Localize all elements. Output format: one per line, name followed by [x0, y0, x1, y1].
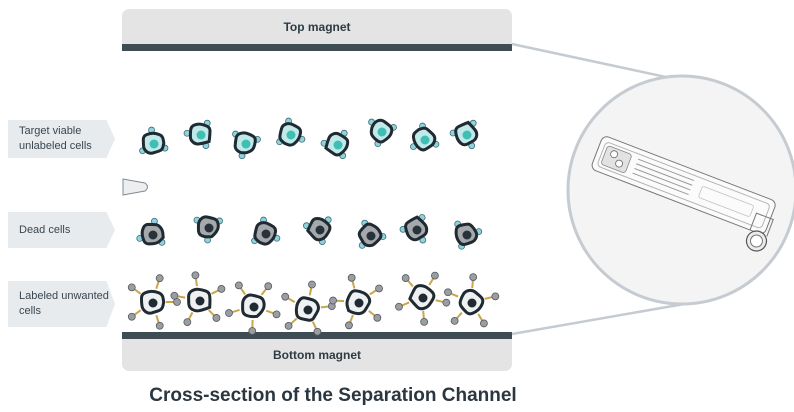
- bottom-magnet: Bottom magnet: [122, 339, 512, 371]
- dead-cell: [454, 220, 483, 250]
- labeled-cell: [225, 281, 281, 335]
- top-magnet-plate: [122, 44, 512, 51]
- dead-cell: [303, 216, 332, 245]
- viable-cell: [368, 118, 397, 148]
- labeled-cells-row: [127, 271, 500, 336]
- labeled-cell: [127, 274, 181, 330]
- labeled-cell: [170, 271, 226, 327]
- dead-cell: [357, 219, 387, 249]
- dead-cell: [193, 215, 223, 244]
- viable-cell: [183, 119, 212, 149]
- dead-cell: [399, 214, 429, 244]
- label-target-cells: Target viable unlabeled cells: [8, 120, 115, 158]
- zoom-line-bottom: [511, 301, 691, 336]
- viable-cell: [449, 119, 479, 150]
- top-magnet: Top magnet: [122, 9, 512, 44]
- diagram-caption: Cross-section of the Separation Channel: [149, 385, 517, 406]
- separation-chip-icon: [591, 136, 776, 252]
- dead-cell: [136, 217, 166, 246]
- top-magnet-label: Top magnet: [283, 19, 351, 34]
- magnifier: [566, 74, 794, 306]
- label-labeled-cells: Labeled unwanted cells: [8, 281, 115, 327]
- viable-cells-row: [139, 117, 479, 160]
- labeled-cell: [329, 273, 383, 330]
- pointer-icon: [122, 178, 148, 196]
- viable-cell: [232, 130, 261, 160]
- label-dead-cells: Dead cells: [8, 212, 115, 248]
- viable-cell: [320, 129, 350, 160]
- dead-cells-row: [136, 214, 483, 250]
- labeled-cell: [395, 271, 451, 326]
- labeled-cell: [281, 280, 336, 336]
- viable-cell: [276, 117, 306, 147]
- bottom-magnet-label: Bottom magnet: [273, 348, 361, 362]
- labeled-cell: [444, 273, 500, 328]
- viable-cell: [139, 126, 169, 155]
- dead-cell: [251, 216, 281, 246]
- viable-cell: [410, 122, 440, 152]
